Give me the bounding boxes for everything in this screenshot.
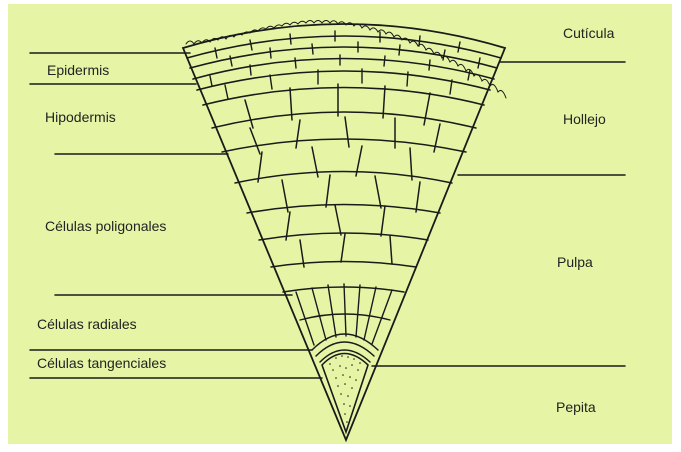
tangential-cells	[312, 334, 378, 362]
label-celulas-tangenciales: Células tangenciales	[37, 355, 166, 371]
label-celulas-poligonales: Células poligonales	[45, 218, 166, 234]
label-pulpa: Pulpa	[557, 254, 593, 270]
label-hollejo: Hollejo	[563, 111, 606, 127]
radial-cells	[296, 284, 392, 345]
polygonal-cells	[212, 84, 476, 292]
label-pepita: Pepita	[556, 399, 596, 415]
seed-outline	[322, 354, 368, 433]
epidermis-rows	[187, 36, 501, 105]
label-epidermis: Epidermis	[47, 62, 109, 78]
label-hipodermis: Hipodermis	[45, 109, 116, 125]
label-cuticula: Cutícula	[563, 25, 614, 41]
label-celulas-radiales: Células radiales	[37, 316, 137, 332]
epidermis-cell-walls	[210, 31, 480, 99]
